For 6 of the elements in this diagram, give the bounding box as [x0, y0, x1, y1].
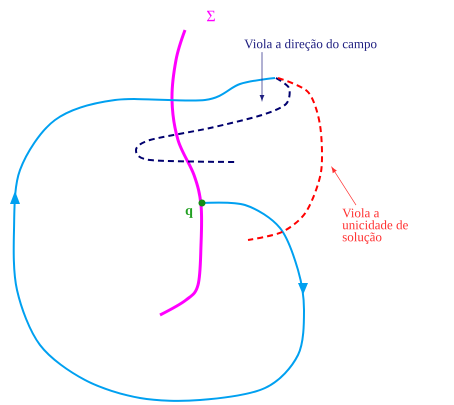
- leader-arrow: [331, 166, 356, 206]
- symbol-label: q: [186, 208, 193, 218]
- symbol-label: Σ: [206, 10, 215, 22]
- leader-arrow: [260, 52, 264, 101]
- annotation-text: Viola a direção do campo: [244, 39, 376, 51]
- annotation-text: Viola a unicidade de solução: [342, 208, 408, 244]
